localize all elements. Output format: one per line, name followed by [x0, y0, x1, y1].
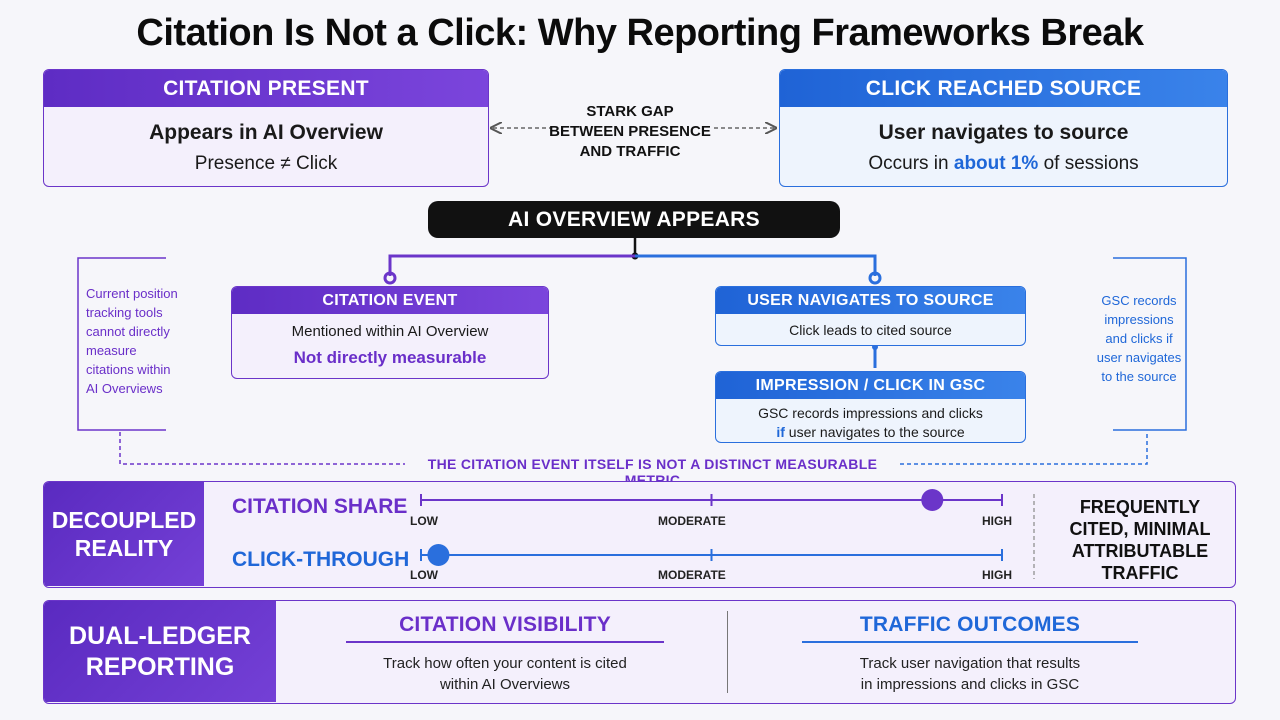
gap-label: STARK GAP BETWEEN PRESENCE AND TRAFFIC	[540, 102, 720, 162]
user-navigates-header: USER NAVIGATES TO SOURCE	[716, 287, 1025, 314]
right-note-line-5: to the source	[1101, 369, 1177, 384]
impression-click-header: IMPRESSION / CLICK IN GSC	[716, 372, 1025, 399]
click-through-tick-high: HIGH	[982, 568, 1012, 582]
citation-event-line1: Mentioned within AI Overview	[291, 323, 489, 340]
citation-share-tick-low: LOW	[410, 514, 438, 528]
click-reached-line1: User navigates to source	[878, 121, 1129, 144]
click-through-tick-moderate: MODERATE	[658, 568, 726, 582]
impression-click-box: IMPRESSION / CLICK IN GSC GSC records im…	[715, 371, 1026, 443]
dual-ledger-label-line1: DUAL-LEDGER	[69, 621, 251, 650]
traffic-outcomes-col: TRAFFIC OUTCOMES Track user navigation t…	[802, 613, 1138, 695]
click-reached-highlight: about 1%	[953, 153, 1039, 174]
gap-label-line2: BETWEEN PRESENCE	[549, 123, 711, 140]
click-throughlevel-marker	[427, 544, 450, 566]
conclusion-line-3: ATTRIBUTABLE	[1071, 541, 1209, 561]
citation-share-scale	[420, 489, 1003, 511]
decoupled-label-line2: REALITY	[74, 535, 174, 561]
left-note-line-5: citations within	[86, 362, 171, 377]
left-note-line-1: Current position	[86, 286, 178, 301]
citation-sharelevel-marker	[921, 489, 944, 511]
citation-share-tick-moderate: MODERATE	[658, 514, 726, 528]
click-reached-line2: Occurs in about 1% of sessions	[780, 153, 1227, 175]
page-title: Citation Is Not a Click: Why Reporting F…	[136, 12, 1144, 54]
traffic-outcomes-rule	[802, 641, 1138, 643]
dual-ledger-label-line2: REPORTING	[85, 652, 235, 681]
impression-click-line1: GSC records impressions and clicks	[758, 405, 983, 421]
right-note: GSC records impressions and clicks if user …	[1092, 291, 1186, 386]
user-navigates-line1: Click leads to cited source	[789, 322, 952, 338]
conclusion-line-4: TRAFFIC	[1101, 563, 1179, 583]
click-reached-suffix: of sessions	[1038, 153, 1139, 174]
citation-present-line1: Appears in AI Overview	[149, 121, 383, 144]
ai-overview-pill: AI OVERVIEW APPEARS	[428, 201, 840, 238]
impression-click-suffix: user navigates to the source	[784, 424, 965, 440]
left-note: Current position tracking tools cannot dir…	[86, 284, 186, 398]
citation-visibility-col: CITATION VISIBILITY Track how often your…	[346, 613, 664, 695]
citation-event-line2: Not directly measurable	[293, 348, 487, 367]
left-note-line-2: tracking tools	[86, 305, 163, 320]
right-note-line-1: GSC records	[1101, 293, 1177, 308]
gap-label-line1: STARK GAP	[586, 103, 674, 120]
gap-label-line3: AND TRAFFIC	[579, 143, 681, 160]
impression-click-if: if	[776, 424, 785, 440]
click-reached-card: CLICK REACHED SOURCE User navigates to s…	[779, 69, 1228, 187]
left-note-line-4: measure	[86, 343, 137, 358]
citation-event-box: CITATION EVENT Mentioned within AI Overv…	[231, 286, 549, 379]
conclusion-line-2: CITED, MINIMAL	[1069, 519, 1211, 539]
click-through-label: CLICK-THROUGH	[232, 548, 410, 571]
citation-share-label: CITATION SHARE	[232, 495, 408, 518]
citation-event-header: CITATION EVENT	[232, 287, 548, 314]
citation-visibility-rule	[346, 641, 664, 643]
traffic-outcomes-line2: in impressions and clicks in GSC	[860, 676, 1080, 693]
decoupled-label-line1: DECOUPLED	[51, 507, 197, 533]
click-reached-prefix: Occurs in	[868, 153, 954, 174]
citation-visibility-line1: Track how often your content is cited	[383, 655, 627, 672]
citation-visibility-title: CITATION VISIBILITY	[399, 613, 611, 636]
click-reached-header: CLICK REACHED SOURCE	[780, 70, 1227, 107]
right-note-line-2: impressions	[1104, 312, 1174, 327]
citation-share-tick-high: HIGH	[982, 514, 1012, 528]
impression-click-line2: if user navigates to the source	[716, 424, 1025, 440]
click-through-tick-low: LOW	[410, 568, 438, 582]
left-note-line-6: AI Overviews	[86, 381, 163, 396]
citation-present-line2: Presence ≠ Click	[194, 153, 338, 174]
citation-present-header: CITATION PRESENT	[44, 70, 488, 107]
citation-present-card: CITATION PRESENT Appears in AI Overview …	[43, 69, 489, 187]
traffic-outcomes-line1: Track user navigation that results	[859, 655, 1081, 672]
click-through-scale	[420, 544, 1003, 566]
level-scales	[420, 489, 1035, 579]
conclusion-line-1: FREQUENTLY	[1079, 497, 1201, 517]
left-note-line-3: cannot directly	[86, 324, 170, 339]
right-note-line-4: user navigates	[1096, 350, 1182, 365]
traffic-outcomes-title: TRAFFIC OUTCOMES	[859, 613, 1081, 636]
user-navigates-box: USER NAVIGATES TO SOURCE Click leads to …	[715, 286, 1026, 346]
ledger-divider	[727, 611, 728, 693]
right-note-line-3: and clicks if	[1105, 331, 1173, 346]
citation-visibility-line2: within AI Overviews	[439, 676, 571, 693]
